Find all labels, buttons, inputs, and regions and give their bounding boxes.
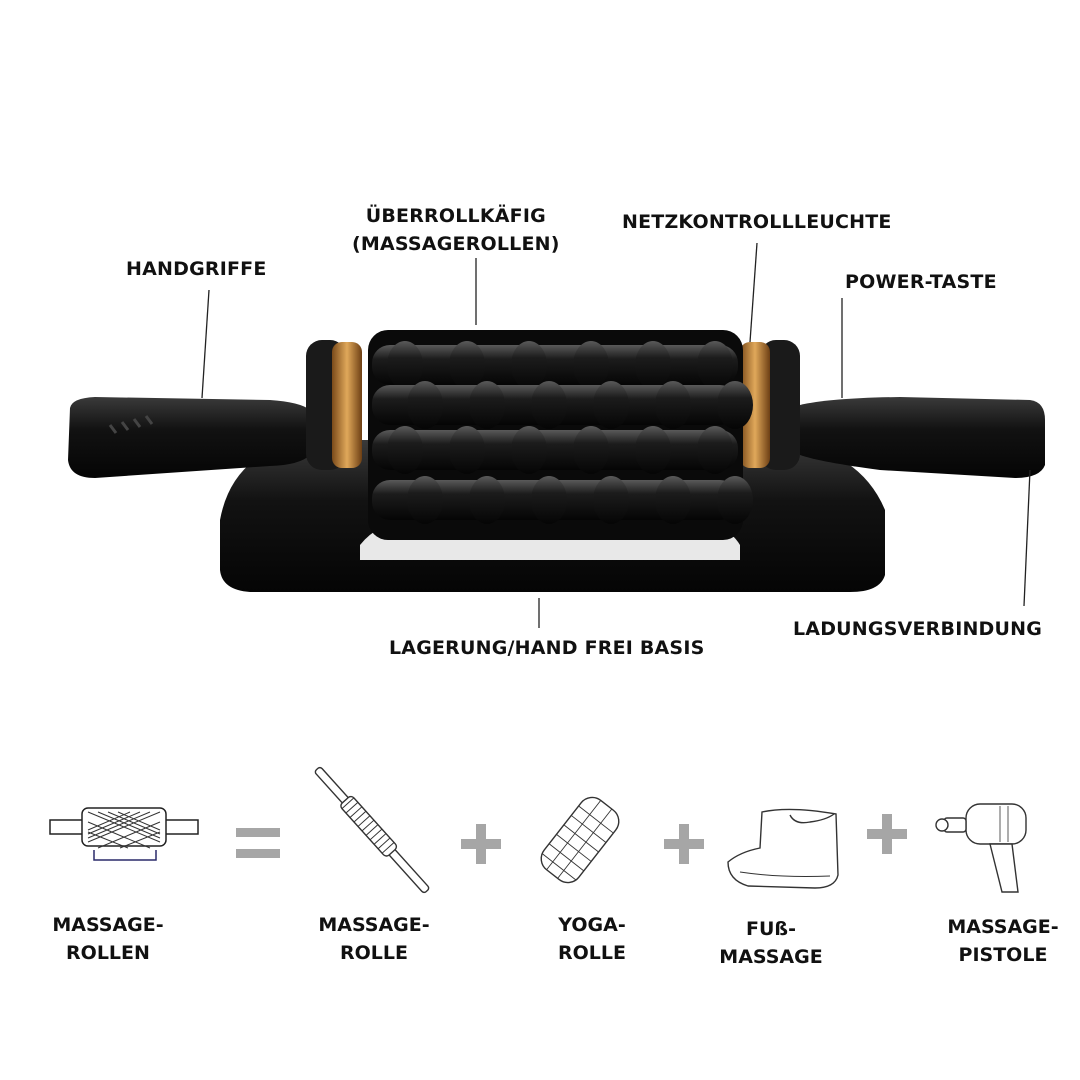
callout-roller-cage-line1: ÜBERROLLKÄFIG xyxy=(365,205,546,227)
label-line: ROLLEN xyxy=(66,941,150,964)
roller-cage xyxy=(368,330,753,540)
right-end-cap xyxy=(740,340,800,470)
roller-bump xyxy=(635,426,671,474)
label-line: MASSAGE- xyxy=(52,914,164,936)
massage-roller-device-illustration xyxy=(68,242,1045,628)
roller-bump xyxy=(697,426,733,474)
plus-icon xyxy=(461,824,501,864)
roller-bump xyxy=(635,341,671,389)
roller-bump xyxy=(511,426,547,474)
roller-bump xyxy=(655,476,691,524)
roller-bump xyxy=(531,476,567,524)
right-handle xyxy=(800,397,1045,478)
roller-bump xyxy=(387,426,423,474)
roller-bump xyxy=(511,341,547,389)
label-massage-rolle: MASSAGE- ROLLE xyxy=(289,912,459,967)
label-line: YOGA- xyxy=(558,914,626,936)
label-line: MASSAGE- xyxy=(318,914,430,936)
roller-bump xyxy=(469,476,505,524)
callout-base: LAGERUNG/HAND FREI BASIS xyxy=(389,637,705,659)
roller-bump xyxy=(717,381,753,429)
label-line: MASSAGE xyxy=(719,945,823,968)
label-fuss-massage: FUß- MASSAGE xyxy=(686,916,856,971)
roller-bump xyxy=(573,426,609,474)
roller-bump xyxy=(655,381,691,429)
roller-bump xyxy=(407,381,443,429)
roller-bump xyxy=(407,476,443,524)
roller-bump xyxy=(531,381,567,429)
foot-massager-icon xyxy=(727,808,839,889)
label-massage-rollen: MASSAGE- ROLLEN xyxy=(23,912,193,967)
callout-lines xyxy=(201,242,1031,628)
massage-gun-icon xyxy=(935,803,1027,893)
roller-bump xyxy=(469,381,505,429)
plus-icon xyxy=(664,824,704,864)
plus-icon xyxy=(867,814,907,854)
label-line: PISTOLE xyxy=(958,943,1048,966)
callout-roller-cage-line2: (MASSAGEROLLEN) xyxy=(352,232,560,255)
yoga-roller-icon xyxy=(540,796,620,884)
roller-bump xyxy=(387,341,423,389)
roller-bump xyxy=(593,381,629,429)
equals-icon xyxy=(236,828,280,858)
label-massage-pistole: MASSAGE- PISTOLE xyxy=(918,914,1080,969)
callout-power-indicator: NETZKONTROLLLEUCHTE xyxy=(622,211,892,233)
massage-rollers-device-icon xyxy=(49,807,199,861)
label-line: ROLLE xyxy=(558,941,626,964)
left-end-cap xyxy=(306,340,362,470)
roller-bump xyxy=(697,341,733,389)
callout-handles: HANDGRIFFE xyxy=(126,258,267,280)
roller-bump xyxy=(449,426,485,474)
callout-power-button: POWER-TASTE xyxy=(845,271,997,293)
massage-stick-icon xyxy=(314,766,430,894)
label-line: MASSAGE- xyxy=(947,916,1059,938)
label-line: ROLLE xyxy=(340,941,408,964)
left-handle xyxy=(68,397,310,478)
label-yoga-rolle: YOGA- ROLLE xyxy=(507,912,677,967)
roller-bump xyxy=(449,341,485,389)
roller-bump xyxy=(593,476,629,524)
callout-roller-cage: ÜBERROLLKÄFIG (MASSAGEROLLEN) xyxy=(352,203,560,258)
roller-bump xyxy=(573,341,609,389)
roller-bump xyxy=(717,476,753,524)
callout-charging-port: LADUNGSVERBINDUNG xyxy=(793,618,1043,640)
label-line: FUß- xyxy=(746,918,796,940)
